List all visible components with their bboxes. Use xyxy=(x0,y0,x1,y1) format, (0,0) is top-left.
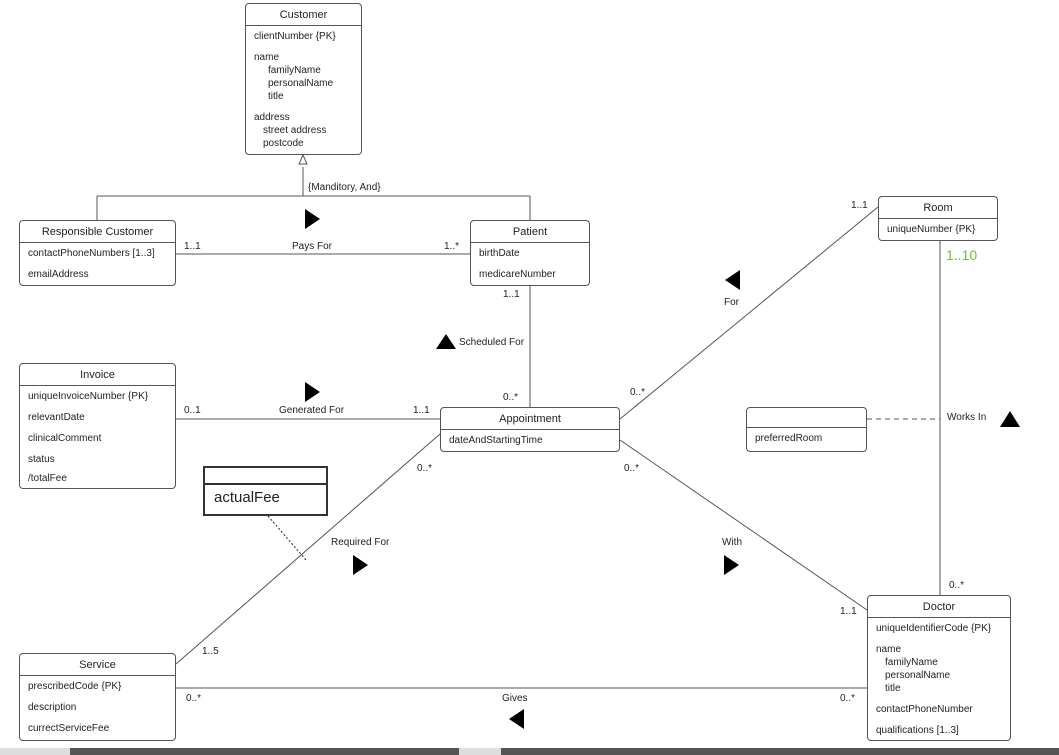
attr-qualifications: qualifications [1..3] xyxy=(876,725,959,736)
for-label: For xyxy=(724,297,739,308)
required-for-mult-bottom: 1..5 xyxy=(202,646,219,657)
works-in-mult-top: 1..10 xyxy=(946,247,978,263)
gives-mult-right: 0..* xyxy=(840,693,856,704)
pays-for-label: Pays For xyxy=(292,241,333,252)
attr-client-number: clientNumber {PK} xyxy=(254,31,336,42)
class-name: Patient xyxy=(471,221,589,243)
with-arrow-icon xyxy=(724,555,739,575)
with-mult-top: 0..* xyxy=(624,463,640,474)
bottom-bar-segment xyxy=(459,748,501,755)
customer-class[interactable]: Customer clientNumber {PK} name familyNa… xyxy=(245,3,362,155)
with-mult-bottom: 1..1 xyxy=(840,606,857,617)
class-name: Appointment xyxy=(441,408,619,430)
attr-personal-name: personalName xyxy=(268,78,334,89)
patient-class[interactable]: Patient birthDate medicareNumber xyxy=(470,220,590,286)
appointment-class[interactable]: Appointment dateAndStartingTime xyxy=(440,407,620,452)
for-mult-top: 1..1 xyxy=(851,200,868,211)
generated-for-mult-right: 1..1 xyxy=(413,405,430,416)
bottom-bar-segment xyxy=(0,748,70,755)
for-arrow-icon xyxy=(725,270,740,290)
required-for-arrow-icon xyxy=(353,555,368,575)
association-class[interactable]: preferredRoom xyxy=(746,407,867,452)
required-for-label: Required For xyxy=(331,537,390,548)
note-header xyxy=(205,468,326,485)
generated-for-label: Generated For xyxy=(279,405,345,416)
scheduled-for-label: Scheduled For xyxy=(459,337,525,348)
class-name: Responsible Customer xyxy=(20,221,175,243)
class-name: Room xyxy=(879,197,997,219)
pays-for-arrow-icon xyxy=(305,209,320,229)
scheduled-for-mult-top: 1..1 xyxy=(503,289,520,300)
works-in-mult-bottom: 0..* xyxy=(949,580,965,591)
attr-email-address: emailAddress xyxy=(28,269,89,280)
with-label: With xyxy=(722,537,742,548)
attr-prescribed-code: prescribedCode {PK} xyxy=(28,681,122,692)
attr-family-name: familyName xyxy=(885,657,938,668)
generalization-constraint: {Manditory, And} xyxy=(308,182,381,193)
attr-medicare-number: medicareNumber xyxy=(479,269,556,280)
bottom-bar xyxy=(0,748,1059,755)
attr-preferred-room: preferredRoom xyxy=(755,433,823,444)
attr-currect-service-fee: currectServiceFee xyxy=(28,723,110,734)
attr-clinical-comment: clinicalComment xyxy=(28,433,102,444)
attr-relevant-date: relevantDate xyxy=(28,412,85,423)
gives-arrow-icon xyxy=(509,709,524,729)
attr-name: name xyxy=(254,52,280,63)
attr-birth-date: birthDate xyxy=(479,248,520,259)
attr-status: status xyxy=(28,454,55,465)
works-in-arrow-icon xyxy=(1000,411,1020,427)
invoice-class[interactable]: Invoice uniqueInvoiceNumber {PK} relevan… xyxy=(19,363,176,489)
pays-for-mult-right: 1..* xyxy=(444,241,460,252)
attr-unique-number: uniqueNumber {PK} xyxy=(887,224,976,235)
attr-family-name: familyName xyxy=(268,65,321,76)
attr-postcode: postcode xyxy=(263,138,304,149)
service-class[interactable]: Service prescribedCode {PK} description … xyxy=(19,653,176,741)
attr-name: name xyxy=(876,644,902,655)
scheduled-for-mult-bottom: 0..* xyxy=(503,392,519,403)
gives-label: Gives xyxy=(502,693,528,704)
attr-title: title xyxy=(885,683,901,694)
pays-for-mult-left: 1..1 xyxy=(184,241,201,252)
class-name: Invoice xyxy=(20,364,175,386)
attr-street-address: street address xyxy=(263,125,327,136)
attr-personal-name: personalName xyxy=(885,670,951,681)
generated-for-mult-left: 0..1 xyxy=(184,405,201,416)
gives-mult-left: 0..* xyxy=(186,693,202,704)
responsible-customer-class[interactable]: Responsible Customer contactPhoneNumbers… xyxy=(19,220,176,286)
scheduled-for-arrow-icon xyxy=(436,334,456,349)
class-name: Customer xyxy=(246,4,361,26)
generalization-triangle xyxy=(298,153,308,165)
for-line xyxy=(619,206,879,420)
attr-date-and-starting-time: dateAndStartingTime xyxy=(449,435,543,446)
actual-fee-note[interactable]: actualFee xyxy=(203,466,328,516)
attr-unique-identifier-code: uniqueIdentifierCode {PK} xyxy=(876,623,992,634)
class-name: Service xyxy=(20,654,175,676)
attr-contact-phone-number: contactPhoneNumber xyxy=(876,704,973,715)
note-text: actualFee xyxy=(214,489,280,506)
generated-for-arrow-icon xyxy=(305,382,320,402)
room-class[interactable]: Room uniqueNumber {PK} xyxy=(878,196,998,241)
required-for-line xyxy=(175,433,441,665)
attr-total-fee: /totalFee xyxy=(28,473,67,484)
for-mult-bottom: 0..* xyxy=(630,387,646,398)
class-name xyxy=(747,408,866,428)
attr-contact-phone-numbers: contactPhoneNumbers [1..3] xyxy=(28,248,155,259)
with-line xyxy=(619,439,868,611)
doctor-class[interactable]: Doctor uniqueIdentifierCode {PK} name fa… xyxy=(867,595,1011,741)
note-anchor-line xyxy=(267,515,307,561)
works-in-label: Works In xyxy=(947,412,987,423)
required-for-mult-top: 0..* xyxy=(417,463,433,474)
attr-unique-invoice-number: uniqueInvoiceNumber {PK} xyxy=(28,391,149,402)
attr-address: address xyxy=(254,112,290,123)
class-name: Doctor xyxy=(868,596,1010,618)
attr-description: description xyxy=(28,702,77,713)
attr-title: title xyxy=(268,91,284,102)
